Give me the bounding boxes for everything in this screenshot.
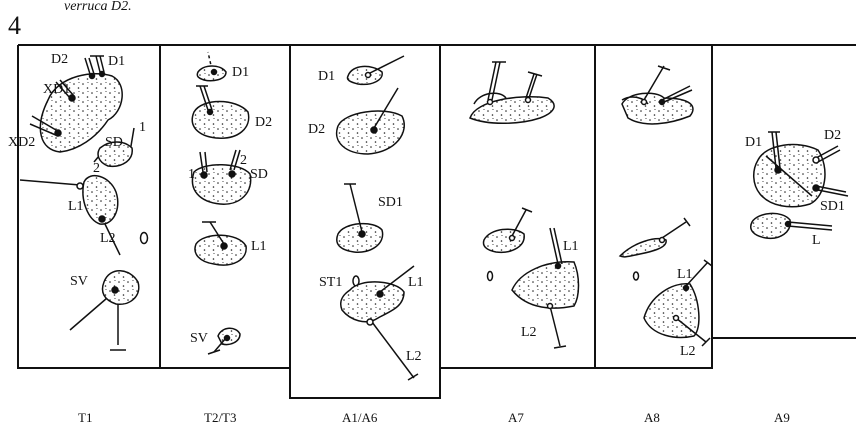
a1-label-sd1: SD1 — [378, 195, 403, 210]
t1-label-d1: D1 — [108, 54, 125, 69]
t2-label-sv: SV — [190, 331, 208, 346]
title-t1: T1 — [78, 410, 92, 425]
caption-fragment: verruca D2. — [64, 0, 132, 14]
a1-label-st1: ST1 — [319, 275, 342, 290]
a7-pinaculum-dorsal — [469, 96, 555, 125]
a7-spiracle — [486, 270, 494, 282]
t1-labels: D2 D1 XD1 XD2 SD 1 2 L1 L2 SV — [8, 52, 146, 289]
a7-pinaculum-l — [511, 261, 580, 309]
a7-pinaculum-sd — [482, 228, 525, 254]
a8-pinaculum-dorsal — [621, 92, 694, 125]
a9-pinaculum-l — [750, 212, 791, 240]
t2-label-2: 2 — [240, 153, 247, 168]
title-t2t3: T2/T3 — [204, 410, 237, 425]
frame-a8-bottom — [595, 45, 713, 369]
t2-label-1: 1 — [188, 167, 195, 182]
panel-a9 — [750, 131, 849, 240]
a7-label-l1: L1 — [563, 239, 579, 254]
t2-label-l1: L1 — [251, 239, 267, 254]
t1-label-l2: L2 — [100, 231, 116, 246]
t2-label-d2: D2 — [255, 115, 272, 130]
t2-label-sd: SD — [250, 167, 268, 182]
a1a6-labels: D1 D2 SD1 ST1 L1 L2 — [308, 69, 424, 364]
a9-label-sd1: SD1 — [820, 199, 845, 214]
t1-label-2: 2 — [93, 161, 100, 176]
title-a1a6: A1/A6 — [342, 410, 378, 425]
t1-l1-socket — [76, 182, 84, 190]
a1-label-l2: L2 — [406, 349, 422, 364]
a9-label-d1: D1 — [745, 135, 762, 150]
frame-a1-box — [289, 45, 441, 399]
t1-l2-socket — [98, 215, 106, 223]
a8-pinaculum-sd — [618, 238, 667, 258]
panel-frames — [17, 44, 856, 399]
t1-sv-socket — [111, 286, 119, 294]
a7-label-l2: L2 — [521, 325, 537, 340]
a8-spiracle — [632, 271, 640, 281]
a8-label-l1: L1 — [677, 267, 693, 282]
a1-pinaculum-l — [339, 281, 405, 323]
a8-pinaculum-l — [643, 283, 700, 339]
t2-pinaculum-sd — [191, 164, 252, 205]
t1-label-sd: SD — [105, 135, 123, 150]
panel-t1 — [19, 55, 149, 351]
segment-titles: T1 T2/T3 A1/A6 A7 A8 A9 — [78, 410, 790, 425]
panel-a1a6 — [335, 55, 419, 381]
title-a7: A7 — [508, 410, 524, 425]
t1-seta-sockets — [54, 70, 106, 137]
t2-label-d1: D1 — [232, 65, 249, 80]
frame-left — [17, 45, 290, 369]
t1-pinaculum-l — [82, 174, 119, 225]
a1-pinaculum-sd1 — [336, 222, 384, 253]
title-a9: A9 — [774, 410, 790, 425]
a9-label-d2: D2 — [824, 128, 841, 143]
a8-labels: L1 L2 — [677, 267, 696, 359]
a7-labels: L1 L2 — [521, 239, 579, 340]
title-a8: A8 — [644, 410, 660, 425]
t2t3-labels: D1 D2 1 2 SD L1 SV — [188, 65, 272, 346]
a8-label-l2: L2 — [680, 344, 696, 359]
a9-labels: D1 D2 SD1 L — [745, 128, 845, 248]
panel-t2t3 — [191, 51, 252, 355]
panel-a7 — [469, 61, 580, 349]
frame-a7-bottom — [440, 45, 596, 369]
t2-pinaculum-d2 — [191, 100, 250, 139]
a1-pinaculum-d2 — [335, 110, 405, 155]
t1-label-sv: SV — [70, 274, 88, 289]
t1-spiracle — [139, 231, 149, 245]
a1-label-d1: D1 — [318, 69, 335, 84]
a1-label-l1: L1 — [408, 275, 424, 290]
a9-label-l: L — [812, 233, 821, 248]
t1-label-xd1: XD1 — [43, 82, 70, 97]
t1-label-1: 1 — [139, 120, 146, 135]
figure-number: 4 — [8, 11, 21, 40]
t1-pinaculum-sd — [97, 141, 133, 168]
t1-label-l1: L1 — [68, 199, 84, 214]
panel-a8 — [618, 65, 713, 347]
a1-label-d2: D2 — [308, 122, 325, 137]
t1-label-d2: D2 — [51, 52, 68, 67]
t1-pinaculum-sv — [101, 270, 140, 305]
t1-label-xd2: XD2 — [8, 135, 35, 150]
